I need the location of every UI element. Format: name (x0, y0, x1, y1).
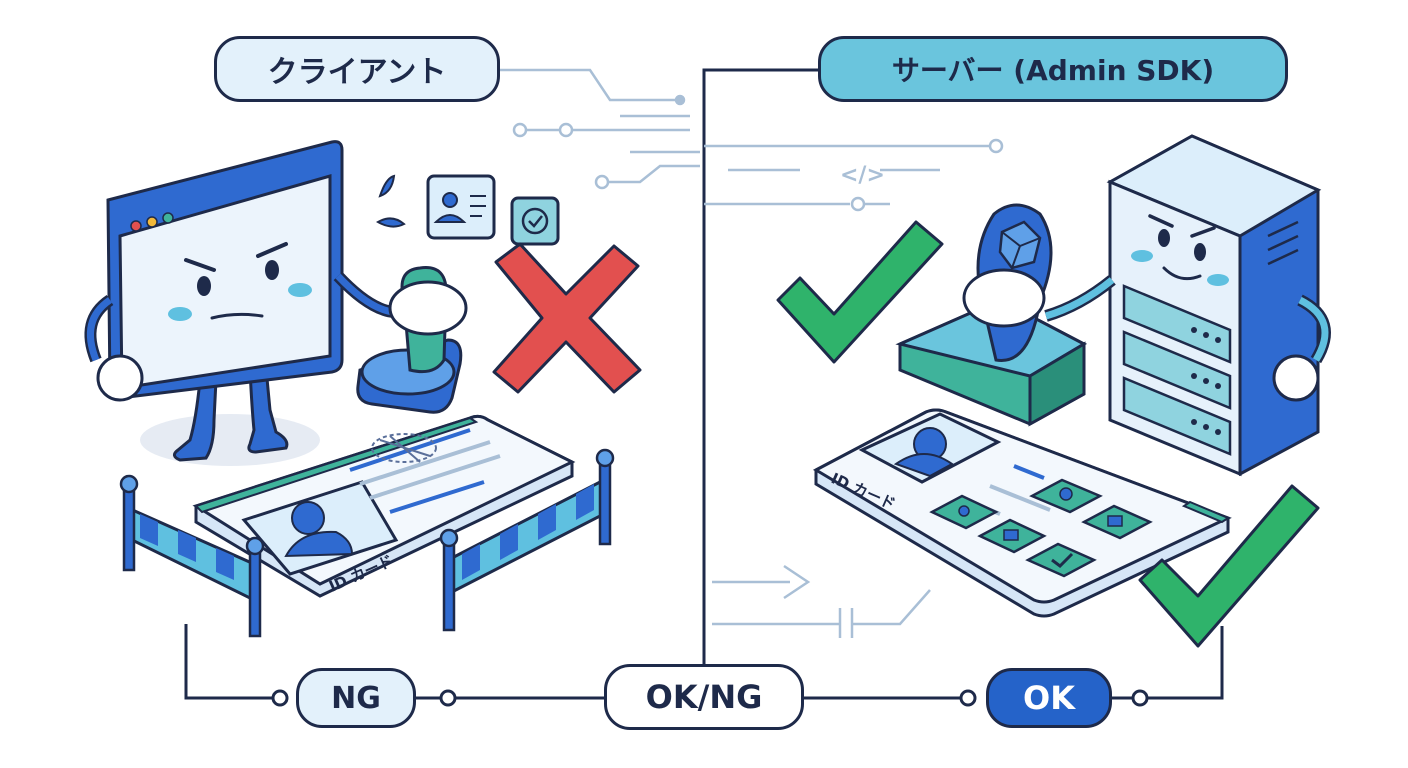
server-label: サーバー (Admin SDK) (818, 36, 1288, 102)
ok-label: OK (986, 668, 1112, 728)
circuit-decoration-left (500, 68, 700, 190)
code-symbol: </> (840, 163, 885, 188)
id-badge-icon (426, 174, 496, 240)
connector-lines (184, 68, 1224, 707)
sweat-drop (378, 174, 396, 198)
verified-badge-icon (510, 196, 560, 246)
sweat-drop (375, 217, 406, 228)
ng-label: NG (296, 668, 416, 728)
character-shadow (140, 414, 320, 466)
cross-mark-icon (492, 242, 642, 394)
browser-legs (173, 366, 289, 462)
barrier-icon (119, 448, 615, 638)
id-card-server (812, 408, 1232, 618)
id-card-client (192, 414, 576, 598)
check-mark-icon-lower (1138, 484, 1320, 648)
check-mark-icon-upper (776, 220, 944, 364)
client-label: クライアント (214, 36, 500, 102)
browser-window-character (84, 140, 395, 402)
rubber-stamp-icon-client (356, 266, 468, 414)
server-character (1044, 134, 1331, 477)
ok-ng-label: OK/NG (604, 664, 804, 730)
rubber-stamp-icon-server (895, 203, 1088, 427)
circuit-decoration-right (704, 138, 1004, 638)
